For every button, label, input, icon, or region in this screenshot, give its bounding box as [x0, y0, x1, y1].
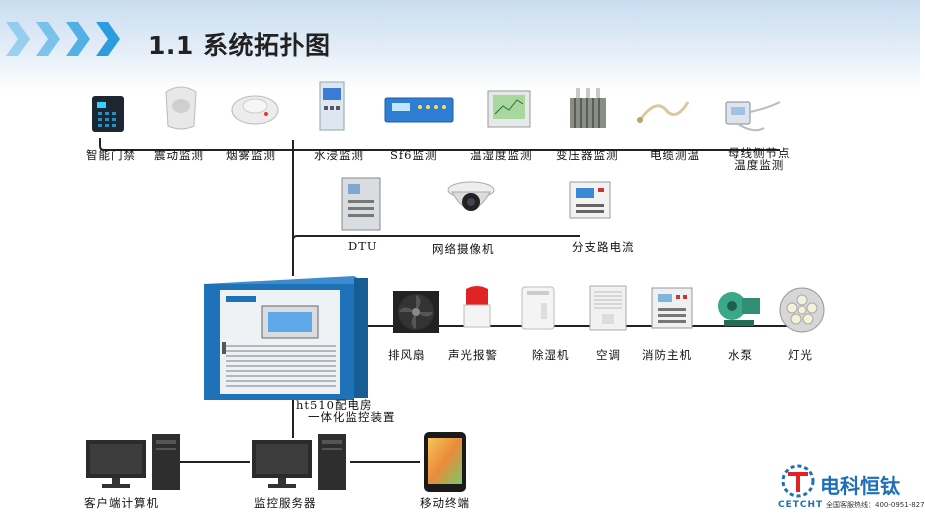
access-control-label: 智能门禁: [86, 148, 136, 162]
camera-label: 网络摄像机: [432, 242, 495, 256]
branch-current-icon: [569, 181, 611, 219]
branch-current-label: 分支路电流: [572, 240, 635, 254]
monitoring-server-label: 监控服务器: [254, 496, 317, 510]
exhaust-fan-icon: [393, 291, 439, 333]
busbar-temp-label-line1: 母线侧节点: [728, 146, 791, 160]
air-conditioner-label: 空调: [596, 348, 621, 362]
monitoring-server-icon: [252, 434, 346, 490]
mobile-terminal-label: 移动终端: [420, 496, 470, 510]
smoke-detector-icon: [231, 95, 279, 125]
vibration-sensor-icon: [165, 86, 197, 130]
logo-mark: CETCHT: [778, 500, 824, 510]
slide-title: 1.1 系统拓扑图: [148, 31, 331, 60]
center-label-line1: ht510配电房: [296, 398, 373, 412]
water-pump-icon: [718, 292, 760, 326]
air-conditioner-icon: [589, 285, 627, 331]
company-logo-icon: [781, 464, 815, 498]
mobile-terminal-icon: [424, 432, 466, 492]
temp-humidity-label: 温湿度监测: [470, 148, 533, 162]
chevron-icon: [36, 22, 60, 56]
chevron-icon: [96, 22, 120, 56]
cable-temp-label: 电缆测温: [650, 148, 700, 162]
temp-humidity-icon: [487, 90, 531, 128]
integrated-monitor-cabinet: [204, 276, 368, 400]
logo-brand: 电科恒钛: [820, 474, 900, 498]
client-computer-label: 客户端计算机: [84, 496, 159, 510]
vibration-label: 震动监测: [154, 148, 204, 162]
center-label-line2: 一体化监控装置: [308, 410, 396, 424]
transformer-icon: [570, 88, 606, 128]
sf6-label: Sf6监测: [390, 148, 438, 162]
chevron-icon: [66, 22, 90, 56]
busbar-temp-label-line2: 温度监测: [734, 158, 785, 172]
exhaust-fan-label: 排风扇: [388, 348, 426, 362]
dehumidifier-icon: [521, 286, 555, 330]
sf6-monitor-icon: [384, 97, 454, 123]
fire-host-label: 消防主机: [642, 348, 692, 362]
client-computer-icon: [86, 434, 180, 490]
center-label: ht510配电房 一体化监控装置: [296, 399, 396, 423]
alarm-icon: [463, 286, 491, 328]
dtu-label: DTU: [348, 239, 378, 253]
busbar-temp-label: 母线侧节点 温度监测: [728, 147, 791, 171]
smoke-label: 烟雾监测: [226, 148, 276, 162]
chevron-icon: [6, 22, 30, 56]
dtu-icon: [341, 177, 381, 231]
cable-temp-sensor-icon: [637, 101, 690, 123]
water-pump-label: 水泵: [728, 348, 753, 362]
light-label: 灯光: [788, 348, 813, 362]
busbar-temp-sensor-icon: [725, 101, 781, 132]
network-camera-icon: [447, 181, 495, 211]
water-leak-sensor-icon: [319, 81, 345, 131]
light-icon: [779, 287, 825, 333]
logo-tagline: 全国客服热线：400-0951-827: [826, 501, 925, 509]
water-leak-label: 水浸监测: [314, 148, 364, 162]
alarm-label: 声光报警: [448, 348, 498, 362]
dehumidifier-label: 除湿机: [532, 348, 570, 362]
fire-host-icon: [651, 287, 693, 329]
transformer-label: 变压器监测: [556, 148, 619, 162]
access-control-icon: [92, 96, 124, 132]
header-band: [0, 0, 920, 92]
